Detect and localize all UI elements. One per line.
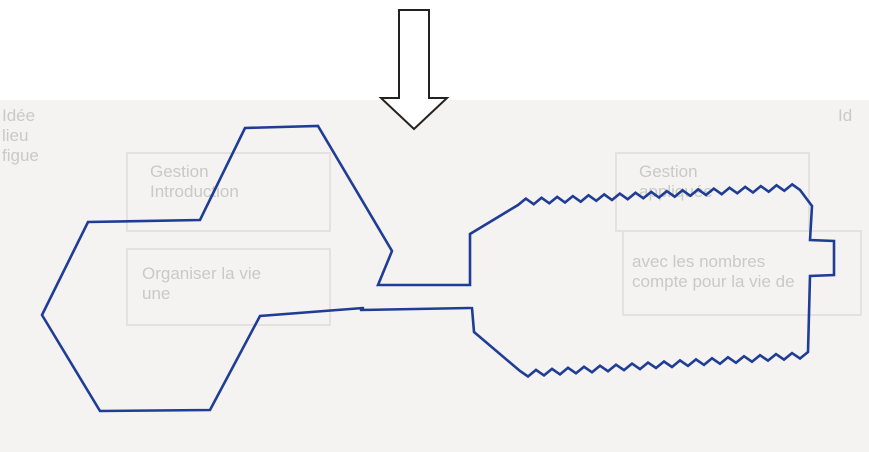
faded-box-right-body: avec les nombres compte pour la vie de <box>622 230 862 316</box>
key-shaft-lower <box>359 306 472 312</box>
right-margin-text: Id <box>838 106 853 125</box>
down-arrow-icon <box>378 9 450 131</box>
serrated-blade-shape <box>468 182 836 379</box>
key-head-shape <box>40 124 472 413</box>
faded-box-left-body: Organiser la vie une <box>126 248 331 326</box>
left-margin-text: Idée lieu figue <box>2 106 39 165</box>
scanned-background: Idée lieu figue Id Gestion Introduction … <box>0 100 869 452</box>
faded-box-left-body-text: Organiser la vie une <box>142 264 262 303</box>
faded-box-right-body-text: avec les nombres compte pour la vie de <box>632 252 795 291</box>
